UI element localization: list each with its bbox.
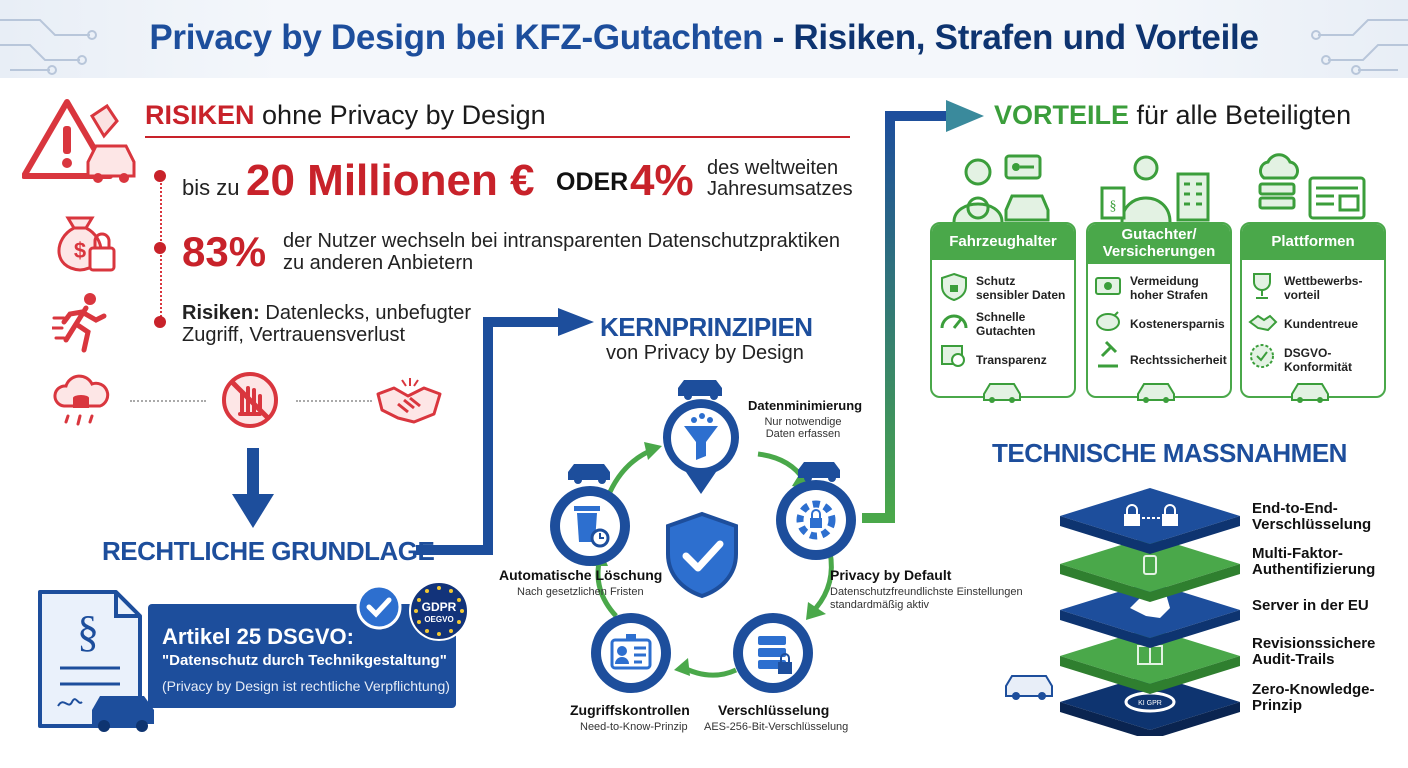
fine-or: ODER	[556, 168, 629, 196]
layer-label-3: Server in der EU	[1252, 597, 1369, 614]
card3-icons	[1248, 273, 1278, 368]
legal-heading: RECHTLICHE GRUNDLAGE	[102, 536, 435, 566]
bullet-2	[154, 242, 166, 254]
running-person-icon	[52, 293, 107, 353]
users-text: der Nutzer wechseln bei intransparenten …	[283, 230, 840, 274]
card1-item-3: Transparenz	[976, 353, 1047, 367]
article-note: (Privacy by Design ist rechtliche Verpfl…	[162, 678, 450, 694]
layer-label-2: Multi-Faktor-Authentifizierung	[1252, 545, 1376, 578]
card-head-gutachter: Gutachter/Versicherungen	[1088, 224, 1230, 264]
card3-item-3: DSGVO-Konformität	[1284, 346, 1352, 374]
card3-item-2: Kundentreue	[1284, 317, 1359, 331]
law-document-icon: §	[38, 590, 154, 732]
check-badge-icon	[356, 584, 402, 630]
card-head-plattformen: Plattformen	[1242, 224, 1384, 260]
datenminimierung-node	[663, 380, 739, 494]
card-head-fahrzeughalter: Fahrzeughalter	[932, 224, 1074, 260]
gdpr-seal-icon: GDPR OEGVO	[409, 581, 469, 641]
risks-heading: RISIKEN ohne Privacy by Design	[145, 100, 546, 130]
technical-stack: KI GPR	[1005, 488, 1240, 736]
article-quote: "Datenschutz durch Technikgestaltung"	[162, 652, 447, 669]
card1-icons	[940, 272, 968, 367]
car-icon-1	[983, 383, 1021, 403]
page-title: Privacy by Design bei KFZ-Gutachten - Ri…	[149, 18, 1259, 57]
shield-check-icon	[666, 511, 738, 599]
privacy-by-default-node	[776, 462, 856, 560]
principles-subheading: von Privacy by Design	[606, 342, 804, 364]
principle-desc-3: AES-256-Bit-Verschlüsselung	[704, 721, 849, 733]
risks-underline	[145, 136, 850, 138]
benefits-heading: VORTEILE für alle Beteiligten	[994, 100, 1352, 130]
card2-icons	[1095, 277, 1121, 368]
arrow-down-icon	[232, 448, 274, 528]
users-percent: 83%	[182, 228, 267, 275]
no-hand-icon	[222, 372, 278, 428]
circuit-decoration-right	[1311, 19, 1408, 75]
bullet-3	[154, 316, 166, 328]
article-box	[148, 604, 456, 708]
handshake-icon	[376, 378, 442, 424]
technical-heading: TECHNISCHE MASSNAHMEN	[992, 438, 1347, 468]
automatische-loeschung-node	[550, 464, 630, 566]
header-band	[0, 0, 1408, 78]
bullet-1	[154, 170, 166, 182]
principle-title-2: Privacy by Default	[830, 567, 952, 583]
svg-text:KI GPR: KI GPR	[1138, 700, 1162, 707]
principle-title-1: Datenminimierung	[748, 398, 863, 413]
verschluesselung-node	[733, 613, 813, 693]
svg-text:§: §	[77, 607, 99, 656]
cloud-leak-icon	[53, 374, 110, 426]
warning-car-icon	[22, 99, 136, 183]
fine-percent: 4%	[630, 156, 694, 205]
arrow-to-principles	[416, 308, 594, 555]
zugriffskontrollen-node	[591, 613, 671, 693]
svg-text:GDPR: GDPR	[422, 600, 457, 614]
card2-item-2: Kostenersparnis	[1130, 317, 1225, 331]
circuit-decoration-left	[0, 19, 97, 75]
principles-heading: KERNPRINZIPIEN	[600, 312, 813, 342]
fine-prefix: bis zu	[182, 175, 240, 200]
connector-dots-2	[296, 400, 372, 402]
principle-desc-4: Need-to-Know-Prinzip	[580, 721, 688, 733]
principle-title-3: Verschlüsselung	[718, 702, 830, 718]
server-platform-icon	[1258, 153, 1366, 220]
principle-desc-5: Nach gesetzlichen Fristen	[517, 586, 644, 598]
arrow-to-benefits	[862, 100, 984, 523]
card3-item-1: Wettbewerbs-vorteil	[1284, 274, 1363, 302]
svg-text:OEGVO: OEGVO	[424, 615, 453, 624]
money-bag-lock-icon: $	[57, 216, 116, 272]
svg-text:§: §	[1110, 199, 1117, 214]
svg-text:$: $	[74, 238, 86, 263]
card2-item-3: Rechtssicherheit	[1130, 353, 1227, 367]
car-icon-2	[1137, 383, 1175, 403]
expert-building-icon: §	[1100, 155, 1210, 223]
car-icon-3	[1291, 383, 1329, 403]
layer-label-5: Zero-Knowledge-Prinzip	[1252, 681, 1375, 714]
driver-car-icon	[952, 154, 1050, 223]
connector-dots-1	[130, 400, 206, 402]
principle-title-4: Zugriffskontrollen	[570, 702, 690, 718]
principle-title-5: Automatische Löschung	[499, 567, 663, 583]
article-title: Artikel 25 DSGVO:	[162, 624, 354, 649]
layer-label-1: End-to-End-Verschlüsselung	[1252, 500, 1372, 533]
fine-amount: 20 Millionen €	[246, 156, 535, 205]
